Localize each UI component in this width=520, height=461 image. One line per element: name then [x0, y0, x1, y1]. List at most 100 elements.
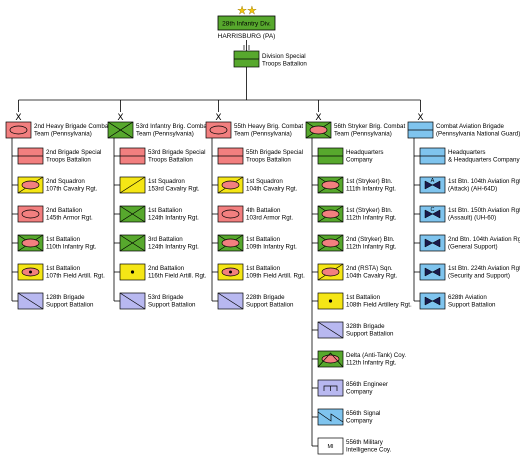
unit: Headquarters& Headquarters Company	[419, 147, 520, 165]
brigade-5: X Combat Aviation Brigade(Pennsylvania Na…	[407, 113, 520, 310]
unit-symbol	[317, 350, 344, 368]
unit-label: Headquarters& Headquarters Company	[448, 149, 520, 164]
unit-symbol	[119, 176, 146, 194]
svg-text:C: C	[431, 207, 435, 213]
unit-label: 1st (Stryker) Btn.111th Infantry Rgt.	[346, 178, 396, 193]
division-name: 28th Infantry Div.	[222, 21, 271, 28]
unit-symbol	[17, 176, 44, 194]
unit-symbol	[317, 263, 344, 281]
brigade-label: Combat Aviation Brigade(Pennsylvania Nat…	[436, 123, 520, 138]
unit-label: 2nd (RSTA) Sqn.104th Cavalry Rgt.	[346, 265, 398, 280]
unit-label: 1st Btn. 150th Aviation Rgt.(Assault) (U…	[448, 207, 520, 222]
unit: 2nd Btn. 104th Aviation Rgt.(General Sup…	[419, 234, 520, 252]
unit-symbol	[217, 176, 244, 194]
unit-symbol	[119, 205, 146, 223]
brigade-echelon: X	[15, 113, 21, 123]
unit-label: 2nd (Stryker) Btn.112th Infantry Rgt.	[346, 236, 397, 251]
unit-symbol	[317, 205, 344, 223]
unit-label: 1st Btn. 224th Aviation Rgt.(Security an…	[448, 265, 520, 280]
unit-label: 2nd Btn. 104th Aviation Rgt.(General Sup…	[448, 236, 520, 251]
brigade-echelon: X	[417, 113, 423, 123]
unit: 1st (Stryker) Btn.111th Infantry Rgt.	[317, 176, 396, 194]
unit-symbol	[419, 263, 446, 281]
division-stars: ★★	[237, 4, 257, 17]
brigade-echelon: X	[215, 113, 221, 123]
brigade-symbol	[305, 121, 332, 139]
unit-label: 1st Btn. 104th Aviation Rgt.(Attack) (AH…	[448, 178, 520, 193]
unit: A 1st Btn. 104th Aviation Rgt.(Attack) (A…	[419, 176, 520, 194]
unit-symbol	[17, 292, 44, 310]
unit-symbol	[217, 263, 244, 281]
special-troops-unit: Division Special Troops Battalion	[233, 45, 307, 68]
unit-symbol	[317, 408, 344, 426]
unit-symbol	[419, 292, 446, 310]
unit-symbol	[419, 147, 446, 165]
unit-label: 1st (Stryker) Btn.112th Infantry Rgt.	[346, 207, 397, 222]
brigade-echelon: X	[117, 113, 123, 123]
svg-text:MI: MI	[327, 444, 334, 450]
unit-symbol	[317, 379, 344, 397]
unit-symbol	[419, 234, 446, 252]
unit-symbol	[217, 205, 244, 223]
brigade-symbol	[205, 121, 232, 139]
unit-symbol	[217, 234, 244, 252]
unit: C 1st Btn. 150th Aviation Rgt.(Assault) (…	[419, 205, 520, 223]
unit-symbol: MI	[317, 437, 344, 455]
unit-symbol	[17, 234, 44, 252]
unit-symbol	[217, 292, 244, 310]
unit-symbol: A	[419, 176, 446, 194]
unit: 2nd (Stryker) Btn.112th Infantry Rgt.	[317, 234, 397, 252]
brigade-symbol	[5, 121, 32, 139]
unit: Delta (Anti-Tank) Coy.112th Infantry Rgt…	[317, 350, 406, 368]
unit-symbol	[317, 292, 344, 310]
unit-symbol	[119, 292, 146, 310]
brigade-symbol	[407, 121, 434, 139]
svg-text:A: A	[431, 178, 435, 184]
unit: 2nd (RSTA) Sqn.104th Cavalry Rgt.	[317, 263, 398, 281]
